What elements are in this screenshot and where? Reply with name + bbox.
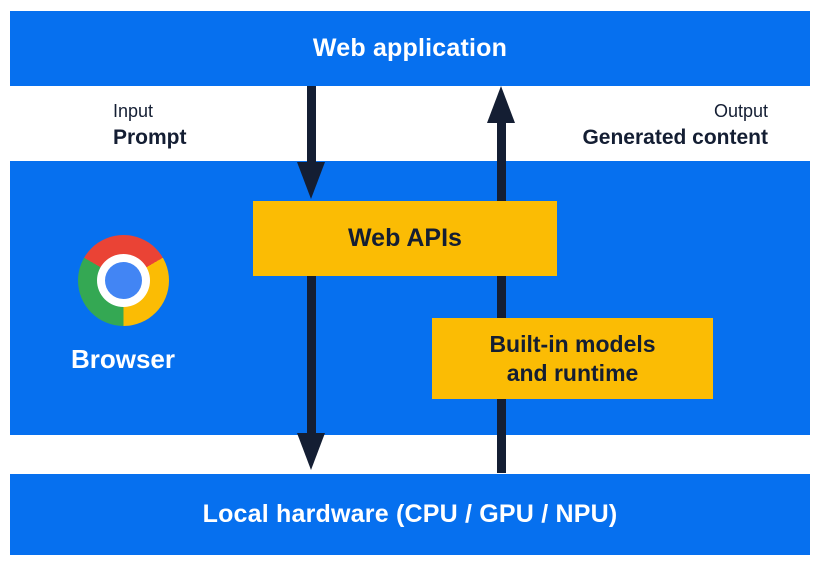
web-apis-box: Web APIs [253,201,557,276]
builtin-models-label-line1: Built-in models [489,330,656,357]
builtin-models-box: Built-in models and runtime [432,318,713,399]
output-annotation: Output Generated content [582,99,768,151]
output-caption: Output [713,101,768,121]
web-application-label: Web application [312,34,508,62]
generated-content-label: Generated content [582,126,768,149]
chrome-logo-center [105,262,142,299]
arrow-down-icon [297,433,325,470]
input-annotation: Input Prompt [113,99,187,151]
input-flow-line-lower [307,276,316,438]
arrow-up-icon [487,86,515,123]
chrome-logo-icon [78,235,169,326]
output-flow-line [497,118,506,473]
prompt-label: Prompt [113,126,187,149]
builtin-models-label-line2: and runtime [506,359,639,386]
local-hardware-bar: Local hardware (CPU / GPU / NPU) [10,474,810,555]
web-apis-label: Web APIs [348,224,462,252]
web-application-bar: Web application [10,11,810,86]
browser-label: Browser [70,344,176,374]
input-caption: Input [113,101,154,121]
local-hardware-label: Local hardware (CPU / GPU / NPU) [202,500,618,528]
input-flow-line-upper [307,86,316,166]
arrow-down-icon [297,162,325,199]
